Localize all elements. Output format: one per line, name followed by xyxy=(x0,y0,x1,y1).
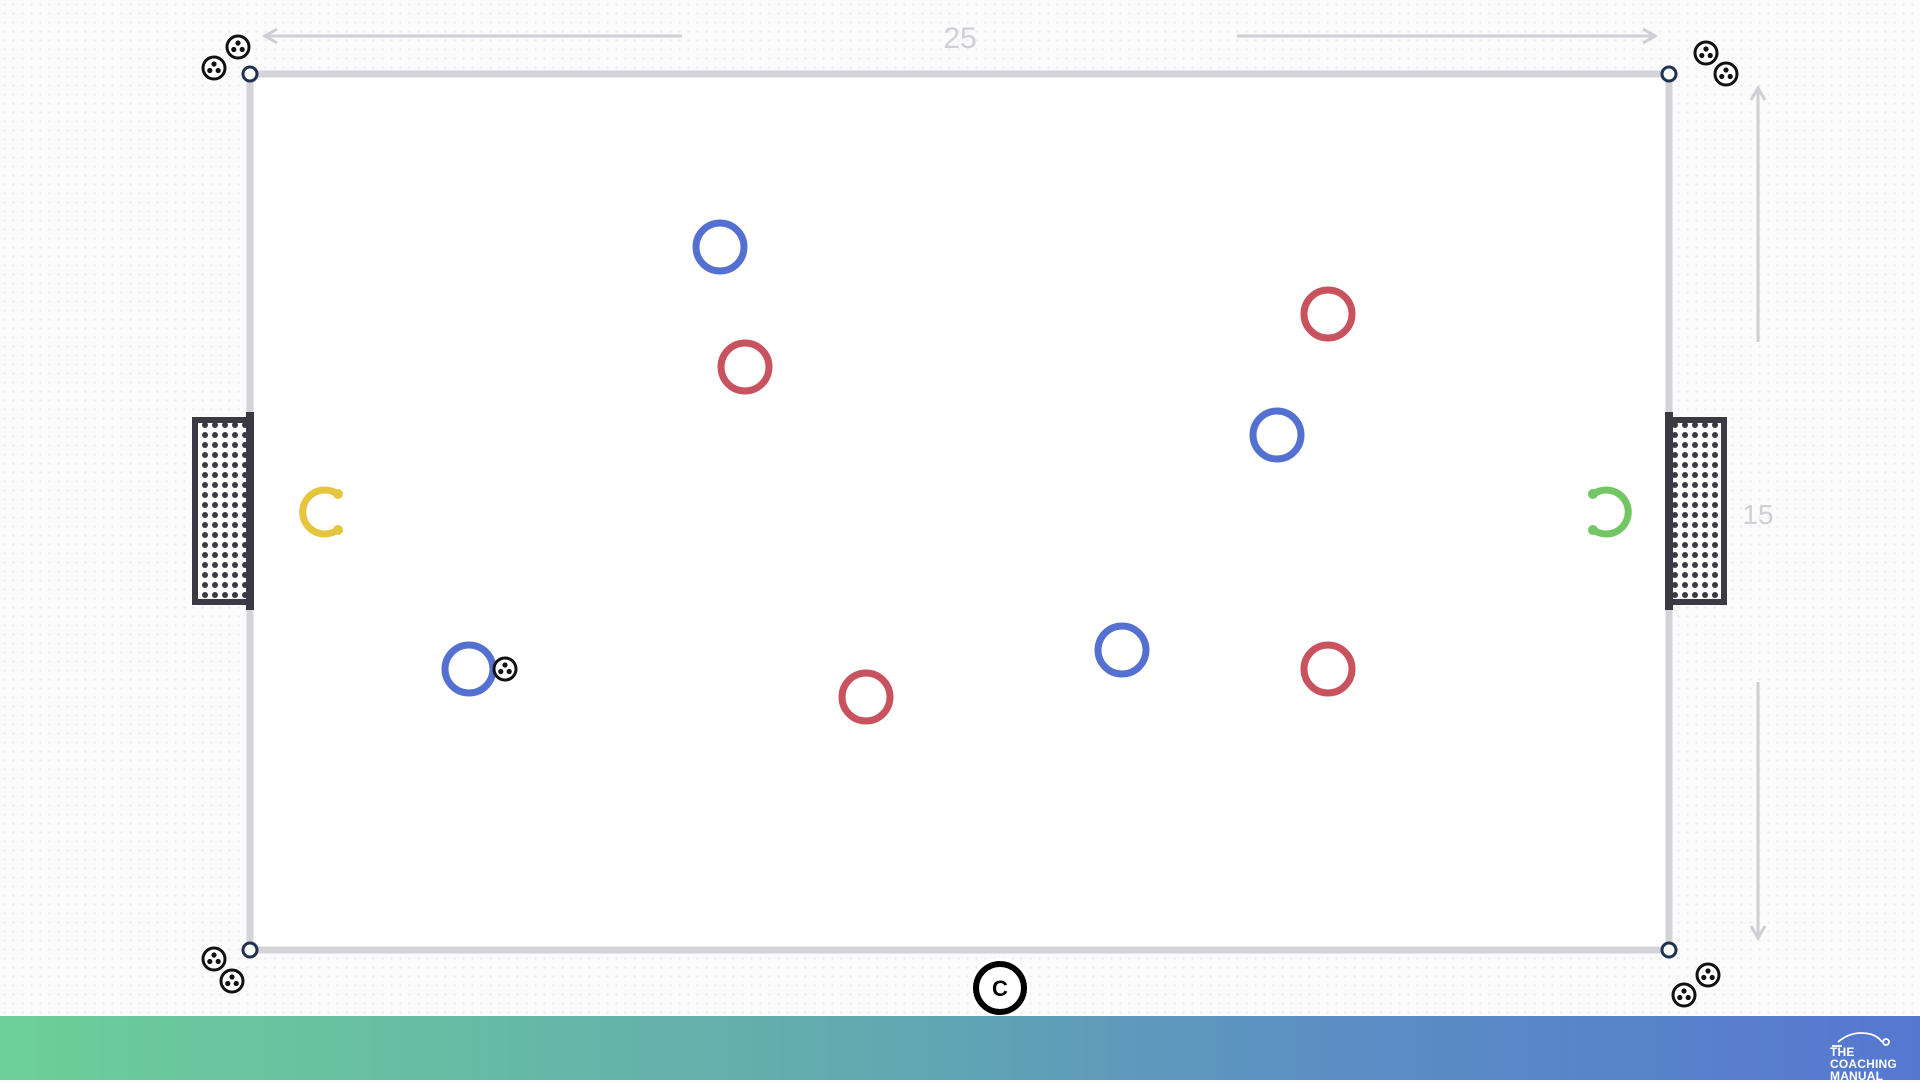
brand-logo: THE COACHING MANUAL xyxy=(1830,1028,1910,1082)
goal-net-icon xyxy=(1667,417,1727,605)
soccer-ball-icon xyxy=(1713,61,1739,87)
soccer-ball-icon xyxy=(1693,40,1719,66)
left-goal xyxy=(192,412,254,610)
width-label: 25 xyxy=(943,22,976,55)
blue-player xyxy=(692,219,748,275)
keeper-left xyxy=(299,486,343,538)
red-team xyxy=(717,286,1356,725)
red-player xyxy=(1300,286,1356,342)
pitch-area xyxy=(246,70,1673,954)
cone-marker-icon xyxy=(1660,65,1678,83)
height-dimension xyxy=(1749,85,1767,941)
red-player xyxy=(838,669,894,725)
brand-line-2: COACHING xyxy=(1830,1057,1897,1071)
keeper-right xyxy=(1588,486,1632,538)
corner-cones xyxy=(241,65,1678,959)
blue-player xyxy=(1094,622,1150,678)
soccer-ball-icon xyxy=(1695,962,1721,988)
soccer-ball-icon xyxy=(1671,982,1697,1008)
cone-marker-icon xyxy=(1660,941,1678,959)
coach-icon: C xyxy=(970,958,1030,1018)
height-label: 15 xyxy=(1742,499,1773,530)
brand-line-3: MANUAL xyxy=(1830,1069,1884,1083)
soccer-ball-icon xyxy=(225,34,251,60)
right-goal xyxy=(1665,412,1727,610)
coach-label: C xyxy=(992,976,1008,1001)
blue-player xyxy=(1249,407,1305,463)
whistle-icon xyxy=(1832,1032,1890,1047)
soccer-ball-icon xyxy=(219,968,245,994)
red-player xyxy=(717,339,773,395)
soccer-ball-icon xyxy=(492,656,518,682)
goal-net-icon xyxy=(192,417,252,605)
red-player xyxy=(1300,641,1356,697)
soccer-ball-icon xyxy=(201,946,227,972)
width-dimension xyxy=(262,27,1658,45)
footer-bar: THE COACHING MANUAL xyxy=(0,1016,1920,1082)
soccer-ball-icon xyxy=(201,55,227,81)
brand-line-1: THE xyxy=(1830,1045,1855,1059)
cone-marker-icon xyxy=(241,65,259,83)
cone-marker-icon xyxy=(241,941,259,959)
